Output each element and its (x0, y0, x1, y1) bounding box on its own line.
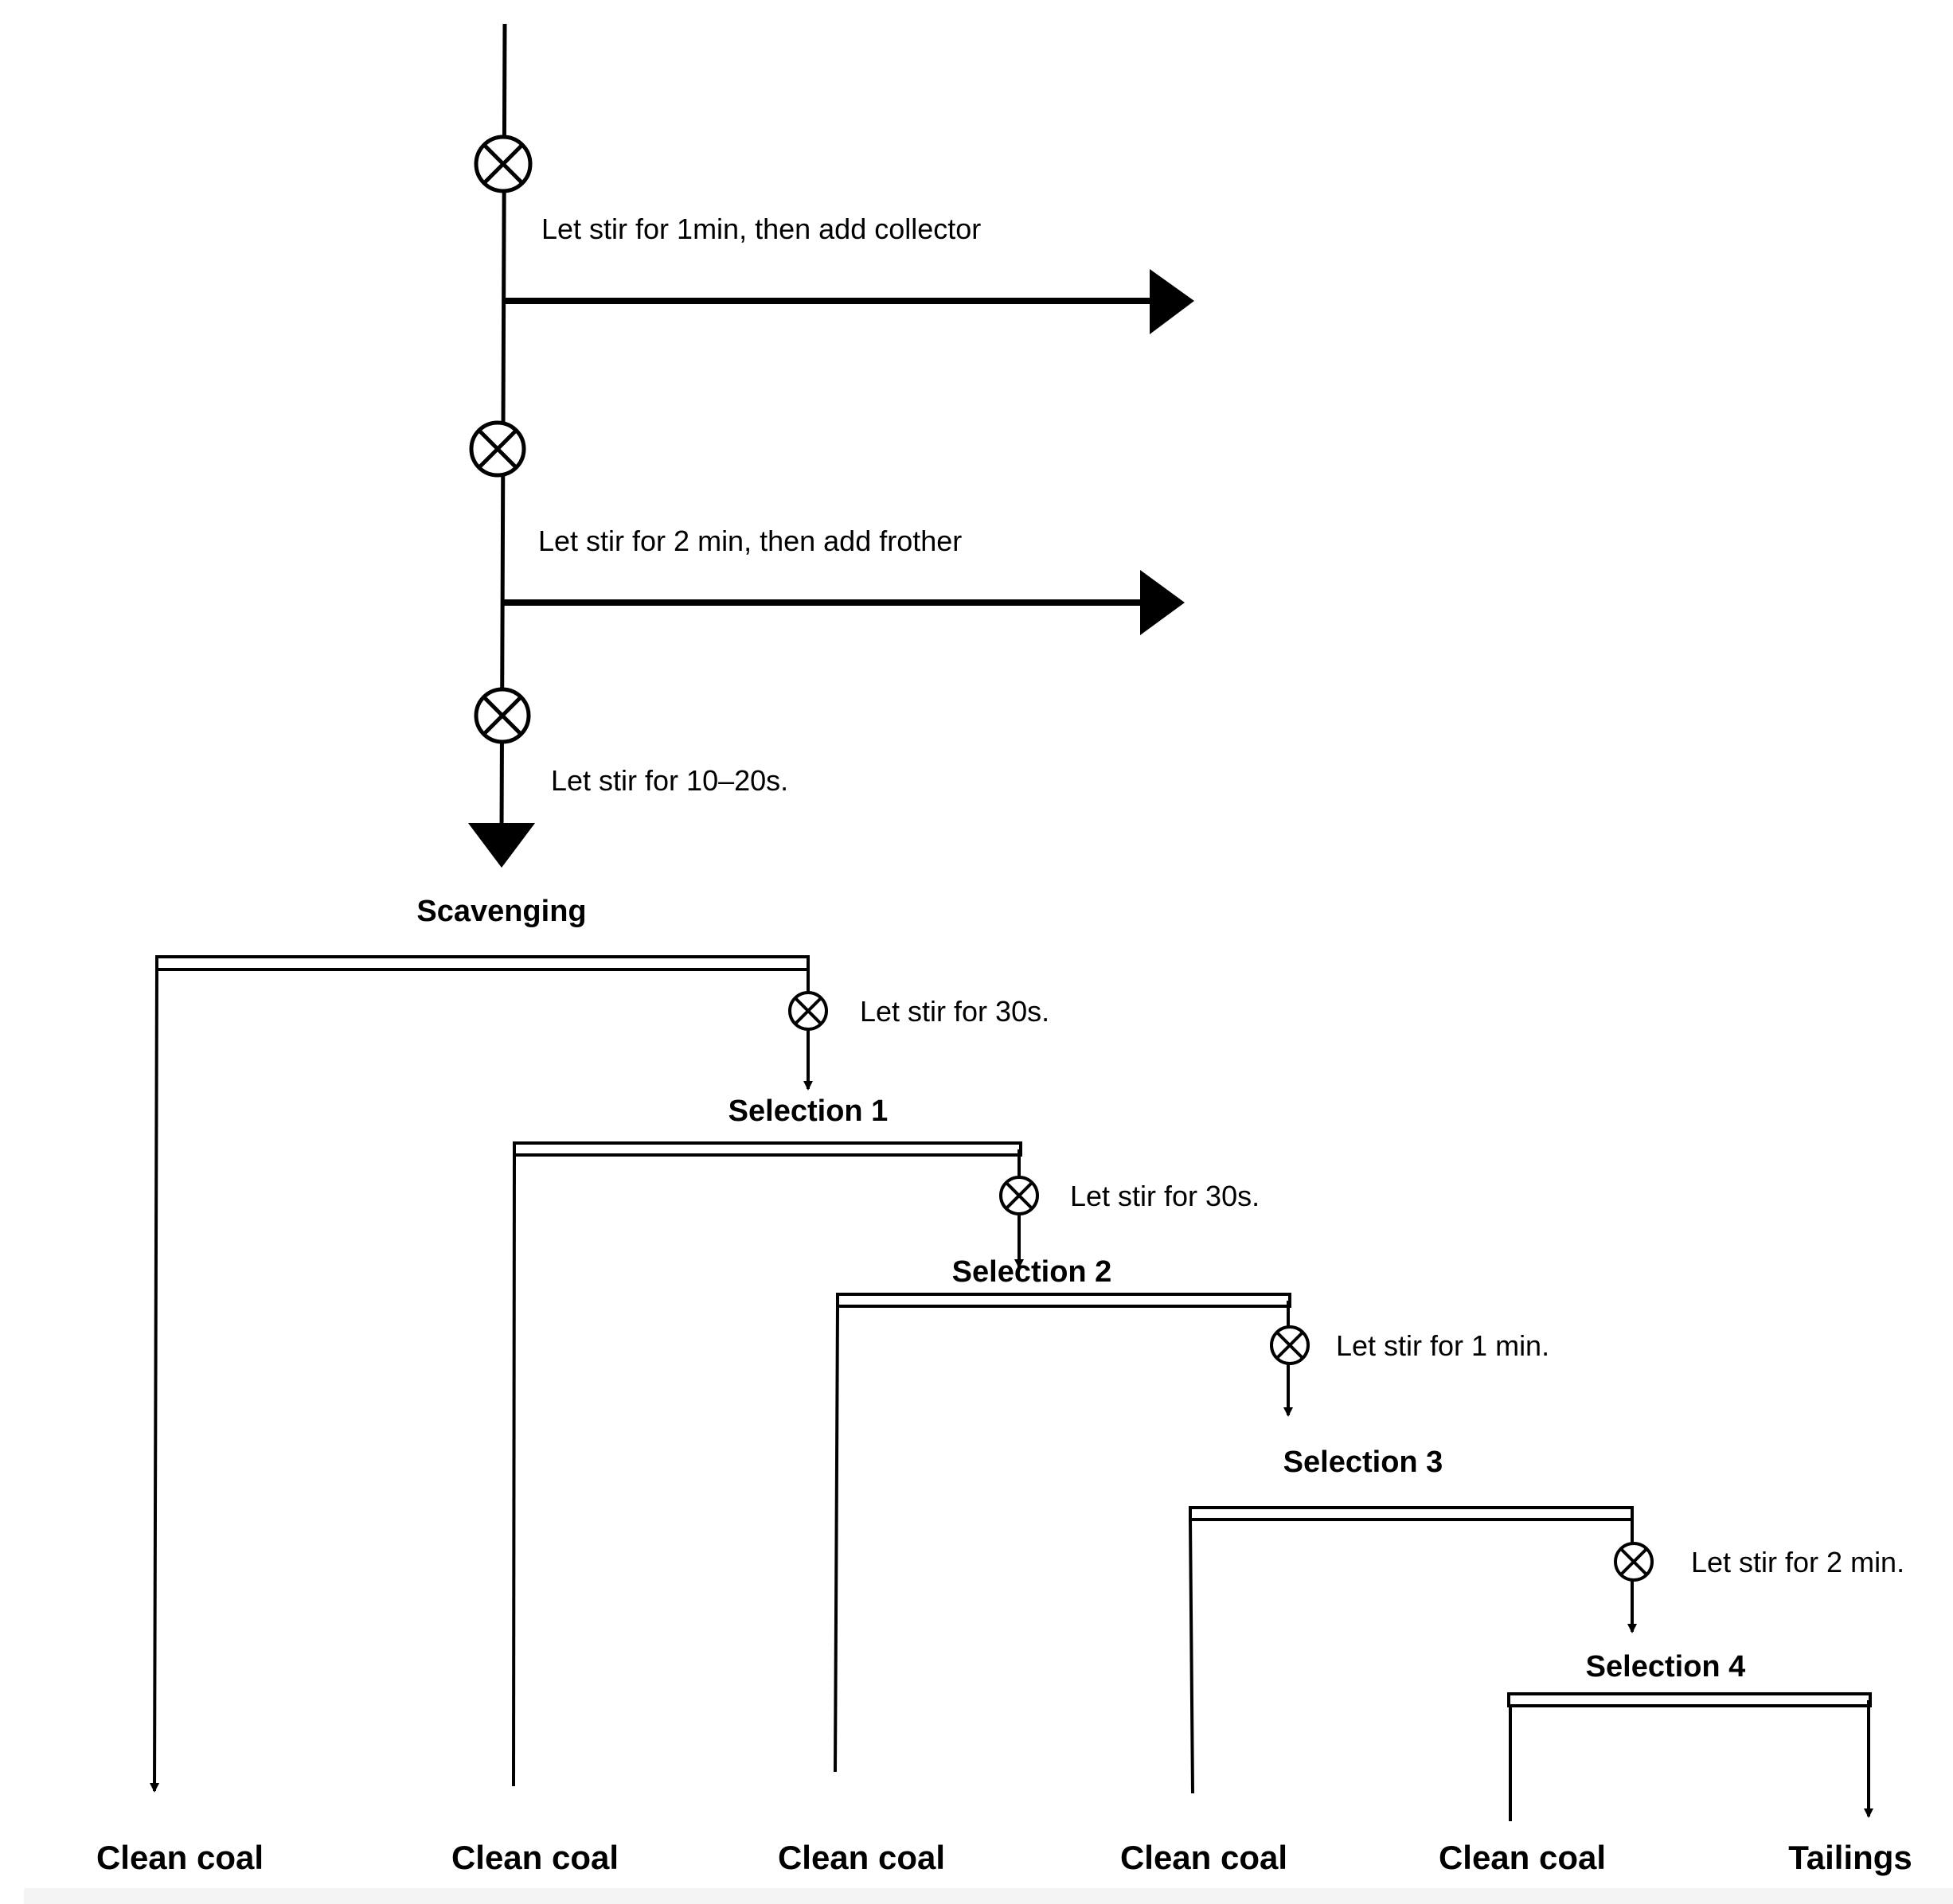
selection2-cell (834, 1293, 1293, 1773)
stage-selection3-label: Selection 3 (1283, 1446, 1443, 1479)
step-condition-label: Let stir for 10–20s. (551, 764, 788, 797)
output-label: Clean coal (1439, 1839, 1606, 1876)
stirrer-icon (999, 1176, 1039, 1215)
output-label: Clean coal (778, 1839, 945, 1876)
stirrer-icon (1614, 1542, 1654, 1582)
stage-selection1-label: Selection 1 (728, 1094, 889, 1128)
stage-scavenging-label: Scavenging (416, 895, 586, 928)
output-label: Clean coal (96, 1839, 264, 1876)
output-label: Tailings (1788, 1839, 1912, 1876)
step-frother-label: Let stir for 2 min, then add frother (538, 525, 962, 557)
output-label: Clean coal (1120, 1839, 1287, 1876)
frother-addition-arrow (502, 570, 1185, 635)
stirrer-icon (788, 991, 828, 1031)
stirrer-icon (474, 687, 531, 744)
stir-label-selection2: Let stir for 1 min. (1336, 1329, 1549, 1362)
selection1-cell (512, 1141, 1024, 1787)
step-collector-label: Let stir for 1min, then add collector (541, 213, 981, 245)
output-label: Clean coal (451, 1839, 619, 1876)
stage-selection2-label: Selection 2 (952, 1255, 1112, 1289)
stir-label-scavenging: Let stir for 30s. (860, 995, 1049, 1028)
collector-addition-arrow (503, 269, 1194, 334)
selection3-cell (1189, 1506, 1637, 1794)
stirrer-icon (474, 135, 533, 193)
stir-label-selection3: Let stir for 2 min. (1691, 1546, 1904, 1578)
feed-down-arrow (468, 823, 535, 868)
stage-selection4-label: Selection 4 (1586, 1650, 1746, 1684)
stirrer-icon (1270, 1325, 1310, 1365)
stir-label-selection1: Let stir for 30s. (1070, 1180, 1260, 1212)
scavenging-cell (150, 955, 813, 1793)
stirrer-icon (469, 420, 526, 478)
bottom-strip (24, 1888, 1953, 1904)
selection4-cell (1507, 1692, 1873, 1821)
